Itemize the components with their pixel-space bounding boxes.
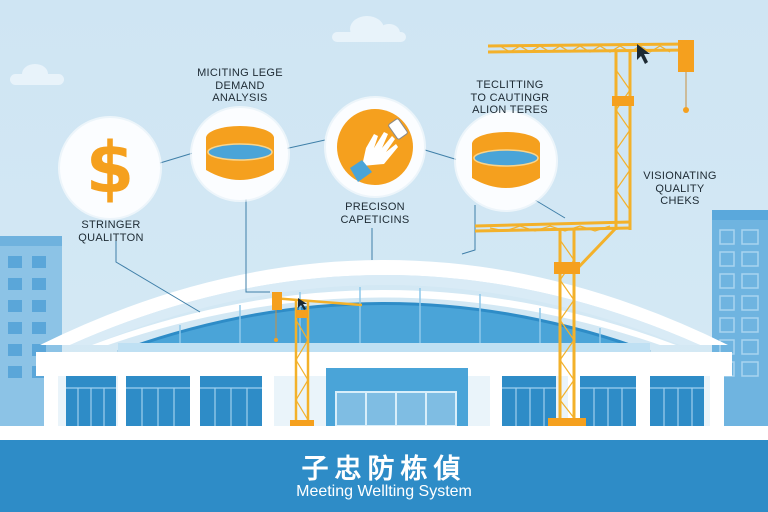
node-cost-label: STRINGER QUALITTON <box>78 219 144 244</box>
node-cost[interactable]: $ <box>60 118 160 218</box>
cylinder-disc-icon <box>472 132 540 188</box>
cloud-left-puff <box>22 64 48 84</box>
title-banner <box>0 440 768 512</box>
connector-lines <box>115 139 566 313</box>
dollar-sign-icon: $ <box>85 127 135 209</box>
cursor-icon <box>298 298 307 310</box>
node-precision[interactable] <box>326 98 424 196</box>
cloud-top-puff-2 <box>378 24 400 42</box>
banner-subtitle: Meeting Wellting System <box>296 483 472 500</box>
main-building <box>0 260 768 440</box>
hand-icon <box>350 118 408 182</box>
quality-checks-label: VISIONATING QUALITY CHEKS <box>643 170 717 207</box>
node-demand-label: MICITING LEGE DEMAND ANALYSIS <box>197 67 283 104</box>
tower-crane-large <box>474 40 694 426</box>
cylinder-disc-icon <box>206 126 274 180</box>
cursor-icon <box>637 44 650 64</box>
node-demand-analysis[interactable] <box>192 108 288 200</box>
node-precision-label: PRECISON CAPETICINS <box>340 201 410 226</box>
node-tolerance[interactable] <box>456 112 556 210</box>
banner-title: 子忠防栋偵 <box>301 454 467 485</box>
tower-crane-small <box>271 292 363 426</box>
node-tolerance-label: TECLITTING TO CAUTINGR ALION TERES <box>470 79 550 116</box>
